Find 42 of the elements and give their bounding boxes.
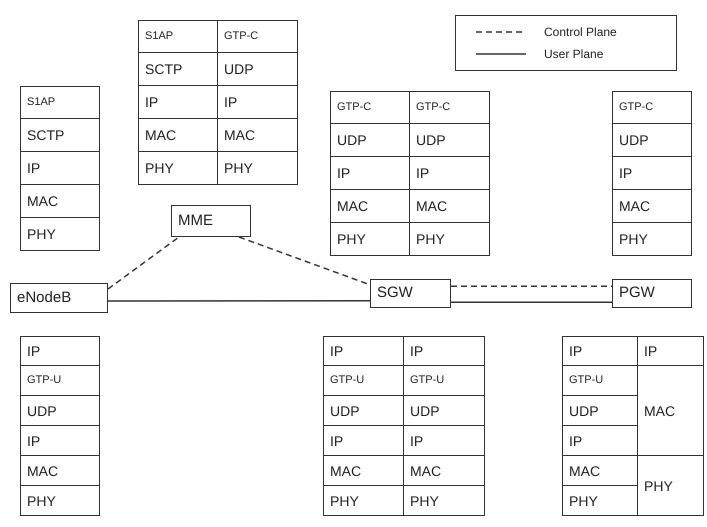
protocol-layer-cell: IP (637, 336, 704, 366)
protocol-layer-cell: GTP-C (217, 20, 298, 53)
legend-label: User Plane (544, 46, 604, 63)
protocol-layer-cell: GTP-C (330, 91, 410, 124)
protocol-layer-cell: GTP-U (20, 365, 100, 396)
protocol-layer-cell: MAC (612, 189, 692, 223)
protocol-layer-cell: MAC (20, 455, 100, 486)
connector-line (108, 236, 180, 290)
protocol-layer-cell: PHY (138, 151, 218, 185)
protocol-layer-cell: S1AP (20, 86, 100, 119)
protocol-layer-cell: GTP-C (409, 91, 490, 124)
legend-label: Control Plane (544, 24, 617, 41)
protocol-layer-cell: GTP-C (612, 91, 692, 124)
protocol-layer-cell: PHY (217, 151, 298, 185)
connector-line (451, 286, 612, 287)
protocol-layer-cell: PHY (330, 222, 410, 256)
protocol-layer-cell: IP (20, 336, 100, 366)
protocol-layer-cell: S1AP (138, 20, 218, 53)
connector-line (108, 300, 370, 302)
protocol-layer-cell: IP (562, 336, 638, 366)
protocol-layer-cell: PHY (409, 222, 490, 256)
protocol-layer-cell: IP (403, 336, 485, 366)
protocol-layer-cell: UDP (612, 123, 692, 157)
protocol-layer-cell: PHY (562, 485, 638, 516)
protocol-layer-cell: IP (323, 336, 404, 366)
protocol-layer-cell: PHY (612, 222, 692, 256)
network-element-box: PGW (612, 279, 692, 308)
protocol-layer-cell: PHY (323, 485, 404, 516)
connector-line (451, 301, 612, 303)
protocol-layer-cell: PHY (20, 485, 100, 516)
network-element-box: SGW (370, 279, 451, 308)
protocol-layer-cell: UDP (20, 395, 100, 426)
protocol-layer-cell: PHY (403, 485, 485, 516)
protocol-layer-cell: MAC (20, 184, 100, 218)
network-element-box: MME (171, 205, 251, 237)
network-element-box: eNodeB (10, 283, 108, 313)
protocol-layer-cell: PHY (637, 455, 704, 516)
protocol-layer-cell: SCTP (20, 118, 100, 152)
protocol-layer-cell: IP (20, 151, 100, 185)
protocol-layer-cell: IP (20, 425, 100, 456)
protocol-layer-cell: IP (612, 156, 692, 190)
protocol-layer-cell: PHY (20, 217, 100, 251)
